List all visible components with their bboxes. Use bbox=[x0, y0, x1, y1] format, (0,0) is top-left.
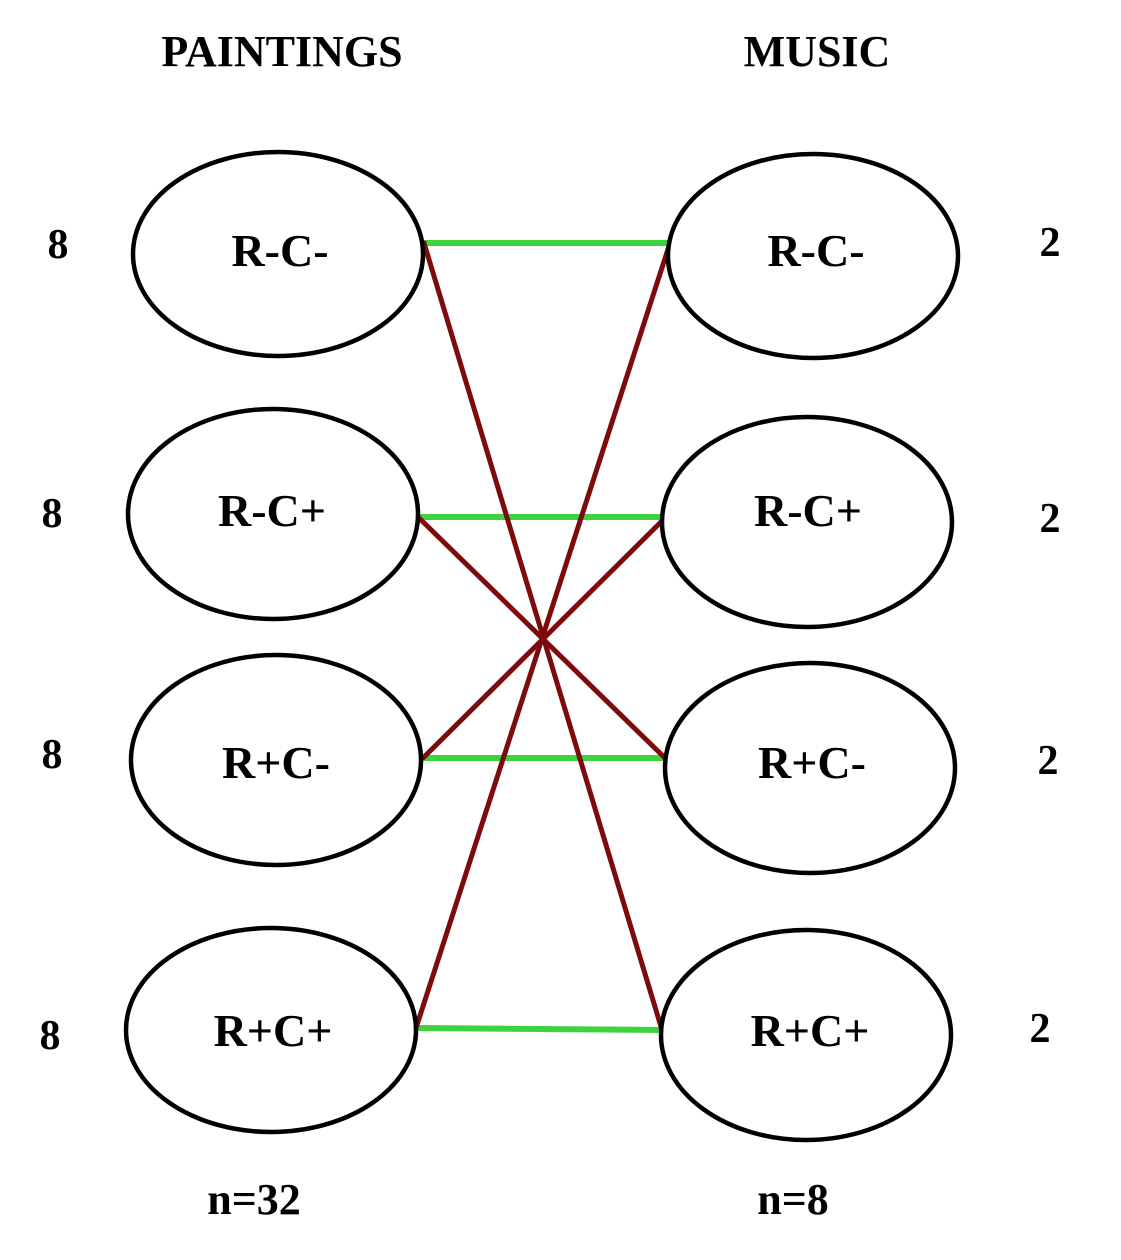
node-ellipse bbox=[130, 149, 426, 359]
music-count-1: 2 bbox=[1040, 496, 1061, 542]
music-node-3: R+C+ bbox=[658, 927, 954, 1143]
music-title: MUSIC bbox=[744, 27, 891, 76]
node-ellipse bbox=[658, 927, 954, 1143]
paintings-title: PAINTINGS bbox=[161, 27, 402, 76]
node-ellipse bbox=[123, 925, 419, 1135]
music-node-1: R-C+ bbox=[659, 414, 955, 630]
music-node-2: R+C- bbox=[662, 660, 958, 876]
paintings-node-1: R-C+ bbox=[125, 406, 421, 622]
music-node-0: R-C- bbox=[665, 151, 961, 361]
node-ellipse bbox=[659, 414, 955, 630]
music-total: n=8 bbox=[757, 1175, 829, 1224]
node-label: R-C+ bbox=[218, 485, 326, 536]
paintings-node-0: R-C- bbox=[130, 149, 426, 359]
node-label: R+C+ bbox=[751, 1005, 870, 1056]
node-ellipse bbox=[125, 406, 421, 622]
node-label: R-C- bbox=[767, 225, 864, 276]
paintings-count-1: 8 bbox=[42, 491, 63, 537]
edge-same-3 bbox=[413, 1025, 665, 1033]
node-label: R+C- bbox=[222, 737, 330, 788]
node-label: R+C- bbox=[758, 737, 866, 788]
paintings-count-3: 8 bbox=[40, 1013, 61, 1059]
node-label: R-C+ bbox=[754, 485, 862, 536]
edges-layer bbox=[413, 240, 673, 1033]
edge-cross-7 bbox=[413, 240, 673, 1031]
music-count-0: 2 bbox=[1040, 220, 1061, 266]
node-ellipse bbox=[662, 660, 958, 876]
node-label: R-C- bbox=[231, 225, 328, 276]
music-count-3: 2 bbox=[1030, 1006, 1051, 1052]
music-count-2: 2 bbox=[1038, 738, 1059, 784]
node-ellipse bbox=[665, 151, 961, 361]
paintings-node-3: R+C+ bbox=[123, 925, 419, 1135]
paintings-count-2: 8 bbox=[42, 732, 63, 778]
paintings-total: n=32 bbox=[207, 1175, 301, 1224]
node-ellipse bbox=[128, 652, 424, 868]
paintings-node-2: R+C- bbox=[128, 652, 424, 868]
node-label: R+C+ bbox=[214, 1005, 333, 1056]
paintings-count-0: 8 bbox=[48, 222, 69, 268]
